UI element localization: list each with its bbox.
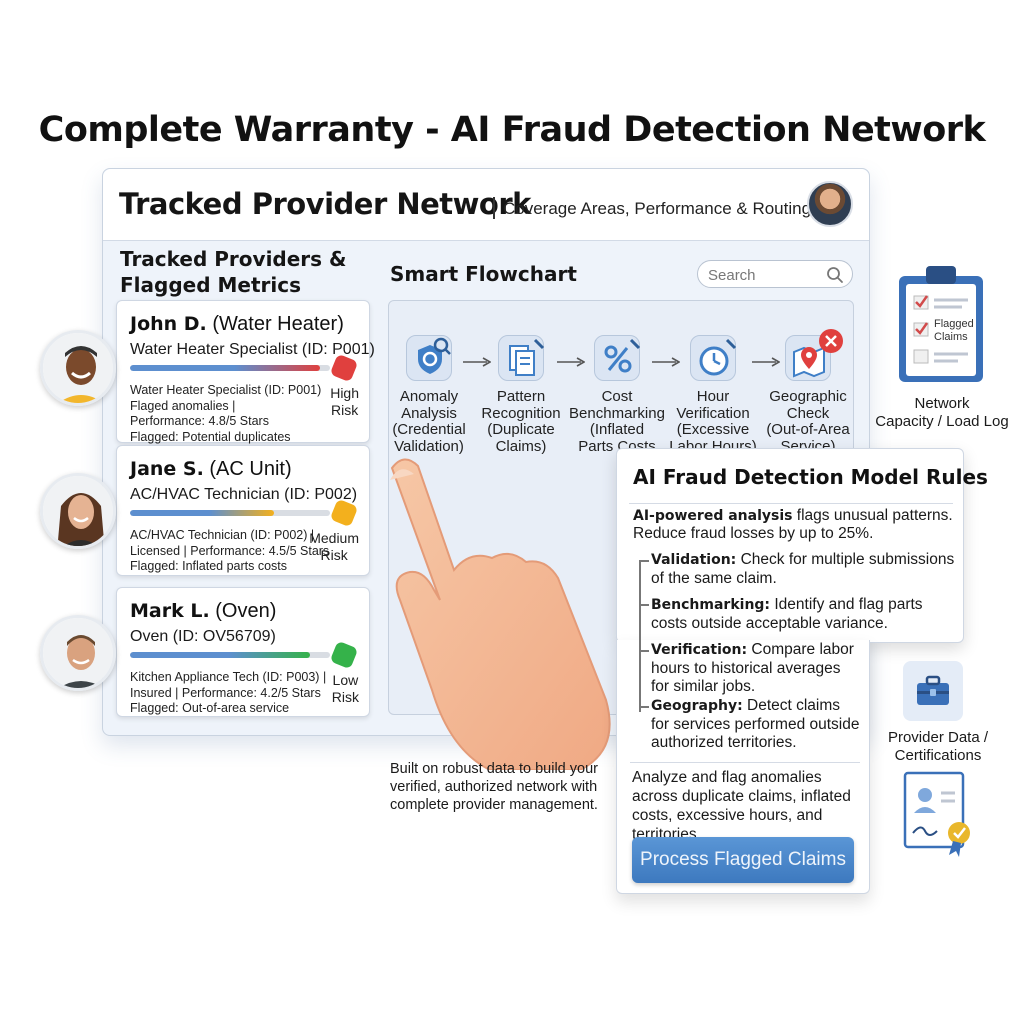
providers-heading: Tracked Providers & Flagged Metrics	[120, 247, 347, 297]
person-icon	[43, 333, 113, 403]
page-title: Complete Warranty - AI Fraud Detection N…	[38, 110, 986, 150]
avatar-mark	[40, 615, 116, 691]
clock-icon	[690, 335, 737, 381]
provider-card-mark[interactable]: Mark L. (Oven) Oven (ID: OV56709) Kitche…	[116, 587, 370, 717]
provider-details: Kitchen Appliance Tech (ID: P003) | Insu…	[130, 670, 327, 715]
toolbox-icon[interactable]	[903, 661, 963, 721]
risk-label: Low Risk	[331, 672, 359, 705]
person-icon	[43, 476, 113, 546]
shield-search-icon	[406, 335, 452, 381]
rule-benchmarking: Benchmarking: Identify and flag parts co…	[651, 596, 923, 632]
rules-panel: AI Fraud Detection Model Rules AI-powere…	[616, 448, 988, 643]
provider-name: Jane S. (AC Unit)	[130, 458, 292, 480]
clipboard-icon[interactable]	[896, 262, 986, 386]
rule-verification: Verification: Compare labor hours to his…	[651, 641, 854, 695]
provider-details: Water Heater Specialist (ID: P001) Flage…	[130, 383, 322, 444]
risk-bar	[130, 510, 330, 516]
documents-icon	[498, 335, 545, 381]
rules-intro: AI-powered analysis flags unusual patter…	[633, 507, 953, 542]
low-risk-indicator-icon	[329, 640, 359, 670]
avatar-john	[40, 330, 116, 406]
avatar-jane	[40, 473, 116, 549]
provider-card-jane[interactable]: Jane S. (AC Unit) AC/HVAC Technician (ID…	[116, 445, 370, 576]
divider	[629, 503, 953, 504]
flowchart-heading: Smart Flowchart	[390, 262, 577, 286]
window-subtitle: Coverage Areas, Performance & Routing	[503, 199, 812, 218]
provider-role: AC/HVAC Technician (ID: P002)	[130, 486, 358, 503]
provider-name: John D. (Water Heater)	[130, 313, 344, 335]
flowchart-caption: Built on robust data to build your verif…	[390, 761, 598, 813]
rule-validation: Validation: Check for multiple submissio…	[651, 551, 955, 587]
map-pin-icon	[785, 335, 831, 381]
clipboard-label: Flagged Claims	[934, 318, 974, 343]
flow-arrow-icon	[557, 357, 585, 367]
flow-arrow-icon	[652, 357, 680, 367]
provider-data-label: Provider Data / Certifications	[887, 729, 989, 764]
flow-arrow-icon	[463, 357, 491, 367]
pointing-hand-icon	[390, 458, 611, 770]
risk-bar	[130, 365, 330, 371]
provider-name: Mark L. (Oven)	[130, 600, 277, 622]
risk-label: Medium Risk	[309, 530, 359, 563]
process-flagged-claims-button[interactable]: Process Flagged Claims	[632, 837, 854, 883]
certificate-icon[interactable]	[903, 771, 975, 857]
rules-title: AI Fraud Detection Model Rules	[633, 465, 988, 489]
network-capacity-label: Network Capacity / Load Log	[875, 395, 1009, 430]
risk-bar-fill	[130, 652, 310, 658]
search-icon[interactable]	[826, 266, 844, 284]
rules-summary: Analyze and flag anomalies across duplic…	[632, 769, 851, 843]
provider-role: Water Heater Specialist (ID: P001)	[130, 341, 375, 358]
divider	[630, 762, 860, 763]
provider-details: AC/HVAC Technician (ID: P002) | Licensed…	[130, 528, 330, 573]
rule-geography: Geography: Detect claims for services pe…	[651, 697, 860, 751]
risk-label: High Risk	[330, 385, 359, 418]
risk-bar-fill	[130, 365, 320, 371]
window-header: Tracked Provider Network Coverage Areas,…	[103, 169, 869, 241]
percent-icon	[594, 335, 641, 381]
flow-arrow-icon	[752, 357, 780, 367]
provider-card-john[interactable]: John D. (Water Heater) Water Heater Spec…	[116, 300, 375, 444]
window-title: Tracked Provider Network	[119, 187, 531, 221]
rules-tree-line	[639, 560, 641, 712]
risk-bar-fill	[130, 510, 274, 516]
search-input[interactable]	[708, 265, 826, 285]
user-avatar[interactable]	[807, 181, 853, 227]
person-icon	[43, 618, 113, 688]
risk-bar	[130, 652, 330, 658]
provider-role: Oven (ID: OV56709)	[130, 628, 276, 645]
title-separator	[493, 197, 495, 219]
search-box[interactable]	[697, 260, 853, 288]
reject-x-icon	[819, 329, 843, 353]
